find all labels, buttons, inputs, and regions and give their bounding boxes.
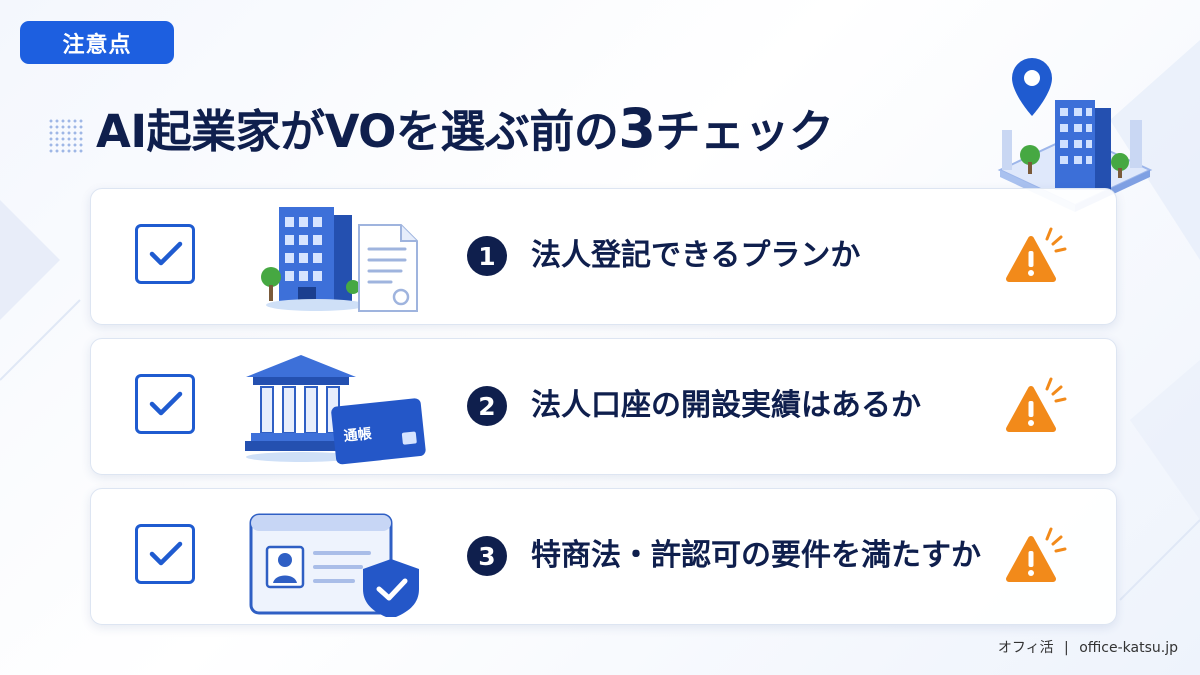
bank-passbook-icon: 通帳 [245, 355, 426, 465]
item-text: 法人口座の開設実績はあるか [531, 388, 921, 423]
warning-icon [1006, 377, 1067, 432]
checkbox-2[interactable] [135, 374, 195, 434]
warning-icon [1006, 227, 1067, 282]
item-number-badge: 2 [467, 386, 507, 426]
footer-brand: オフィ活 [997, 640, 1054, 656]
footer-site: office-katsu.jp [1079, 640, 1178, 656]
office-location-icon [997, 58, 1153, 212]
passbook-label: 通帳 [343, 425, 373, 445]
check-card-3: 3 特商法・許認可の要件を満たすか [90, 488, 1117, 625]
item-number-badge: 3 [467, 536, 507, 576]
footer-separator: | [1064, 640, 1069, 656]
check-icon [149, 541, 183, 566]
item-number-badge: 1 [467, 236, 507, 276]
item-text: 法人登記できるプランか [531, 238, 861, 273]
page-title: AI起業家がVOを選ぶ前の3チェック [96, 84, 834, 174]
footer-credit: オフィ活 | office-katsu.jp [998, 637, 1178, 657]
checkbox-1[interactable] [135, 224, 195, 284]
check-card-2: 通帳 2 法人口座の開設実績はあるか [90, 338, 1117, 475]
building-document-icon [261, 207, 418, 312]
id-shield-icon [249, 513, 419, 617]
dot-pattern [48, 118, 84, 154]
checkbox-3[interactable] [135, 524, 195, 584]
check-card-1: 1 法人登記できるプランか [90, 188, 1117, 325]
title-prefix: AI起業家がVOを選ぶ前の [96, 105, 619, 158]
title-suffix: チェック [655, 105, 834, 158]
caution-tag: 注意点 [20, 21, 174, 64]
warning-icon [1006, 527, 1067, 582]
title-number: 3 [618, 97, 656, 160]
check-icon [149, 241, 183, 266]
item-text: 特商法・許認可の要件を満たすか [531, 538, 981, 573]
check-icon [149, 391, 183, 416]
